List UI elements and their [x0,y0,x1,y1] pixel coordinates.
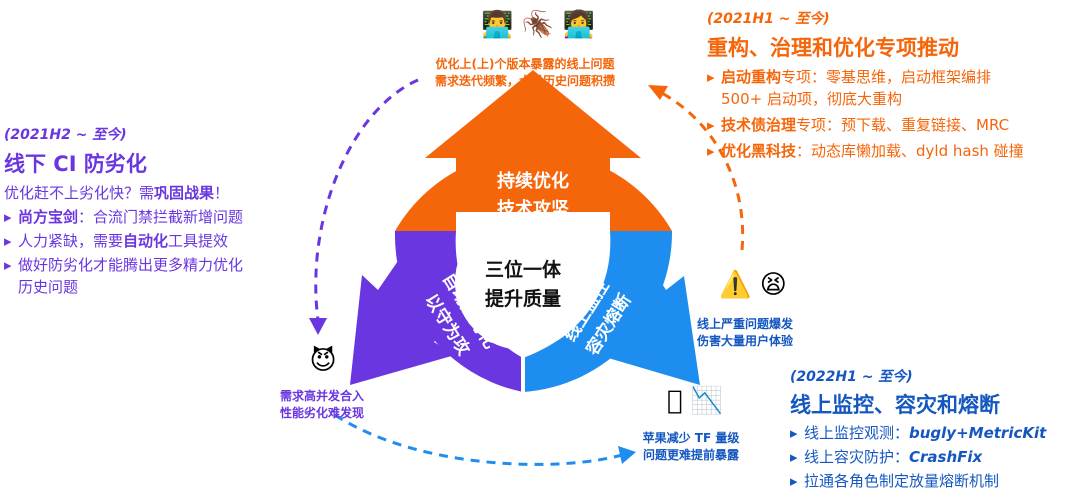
left-icons: 😈 [303,346,343,376]
period-label: (2021H1 ~ 至今) [707,11,830,27]
bottom-caption-line1: 苹果减少 TF 量级 [642,431,740,445]
top-line1: 持续优化 [497,171,569,192]
bottom-caption: 苹果减少 TF 量级 问题更难提前暴露 [626,430,756,464]
right-icons: ⚠️ 😫 [708,270,798,300]
list-item: ▸优化黑科技：动态库懒加载、dyld hash 碰撞 [707,142,1024,160]
left-sector [394,231,523,392]
bottom-icons:  📉 [655,386,735,416]
triangle-bullet-icon: ▸ [4,208,12,226]
warning-icon: ⚠️ [719,270,752,300]
left-caption-line2: 性能劣化难发现 [279,406,364,420]
panel-subtitle: 优化赶不上劣化快？需巩固战果！ [4,184,230,202]
list-item: ▸线上监控观测：bugly+MetricKit [790,424,1047,442]
list-item: 500+ 启动项，彻底大重构 [721,90,902,108]
right-caption: 线上严重问题爆发 伤害大量用户体验 [680,316,810,350]
list-item: ▸线上容灾防护：CrashFix [790,448,983,466]
period-label: (2022H1 ~ 至今) [790,369,913,385]
dashed-arrow-right-up [659,90,745,251]
right-arrow [598,258,700,385]
triangle-bullet-icon: ▸ [4,232,12,250]
triangle-bullet-icon: ▸ [4,256,12,274]
triangle-bullet-icon: ▸ [707,142,715,160]
apple-logo-icon:  [667,386,683,416]
list-item: ▸尚方宝剑：合流门禁拦截新增问题 [4,208,244,226]
cockroach-icon: 🪳 [521,10,555,40]
chart-decreasing-icon: 📉 [678,386,723,416]
center-circle [455,214,591,350]
triangle-bullet-icon: ▸ [707,68,715,86]
list-item: ▸人力紧缺，需要自动化工具提效 [4,232,229,250]
tired-face-icon: 😫 [759,270,787,300]
right-caption-line1: 线上严重问题爆发 [696,317,793,331]
list-item: 历史问题 [18,278,79,296]
list-item: ▸拉通各角色制定放量熔断机制 [790,472,1000,490]
triangle-bullet-icon: ▸ [790,448,798,466]
panel-title: 重构、治理和优化专项推动 [707,36,959,60]
smiling-devil-icon: 😈 [309,346,337,376]
panel-top-right: (2021H1 ~ 至今) 重构、治理和优化专项推动 ▸启动重构专项：零基思维，… [707,8,1077,162]
top-line2: 技术攻坚 [497,199,569,220]
top-icons: 👨‍💻 🪳 👩‍💻 [468,10,608,40]
panel-title: 线上监控、容灾和熔断 [790,393,1000,417]
center-line2: 提升质量 [484,288,561,310]
bottom-caption-line2: 问题更难提前暴露 [642,448,739,462]
triangle-bullet-icon: ▸ [790,424,798,442]
left-caption-line1: 需求高并发合入 [279,389,364,403]
top-caption-line1: 优化上(上)个版本暴露的线上问题 [435,57,615,71]
list-item: ▸启动重构专项：零基思维，启动框架编排 [707,68,992,86]
period-label: (2021H2 ~ 至今) [4,127,127,143]
arrowhead [618,446,636,464]
top-sector [395,70,672,231]
list-item: ▸技术债治理专项：预下载、重复链接、MRC [707,116,1010,134]
list-item: ▸做好防劣化才能腾出更多精力优化 [4,256,244,274]
center-label: 三位一体 提升质量 [463,256,583,314]
triangle-bullet-icon: ▸ [790,472,798,490]
panel-bottom-right: (2022H1 ~ 至今) 线上监控、容灾和熔断 ▸线上监控观测：bugly+M… [790,366,1076,492]
top-caption-line2: 需求迭代频繁，大量历史问题积攒 [434,74,615,88]
right-sector [523,231,673,392]
right-caption-line2: 伤害大量用户体验 [696,334,793,348]
arrowhead [309,318,327,335]
left-arrow [350,258,455,385]
dashed-arrow-bottom [334,413,623,466]
woman-technologist-icon: 👩‍💻 [562,10,595,40]
man-technologist-icon: 👨‍💻 [481,10,514,40]
top-sector-label: 持续优化 技术攻坚 [458,168,608,224]
top-caption: 优化上(上)个版本暴露的线上问题 需求迭代频繁，大量历史问题积攒 [395,56,655,90]
panel-title: 线下 CI 防劣化 [4,152,147,176]
center-line1: 三位一体 [484,259,561,281]
left-caption: 需求高并发合入 性能劣化难发现 [262,388,382,422]
arrowhead [648,85,668,100]
panel-left: (2021H2 ~ 至今) 线下 CI 防劣化 优化赶不上劣化快？需巩固战果！ … [4,124,294,298]
triangle-bullet-icon: ▸ [707,116,715,134]
